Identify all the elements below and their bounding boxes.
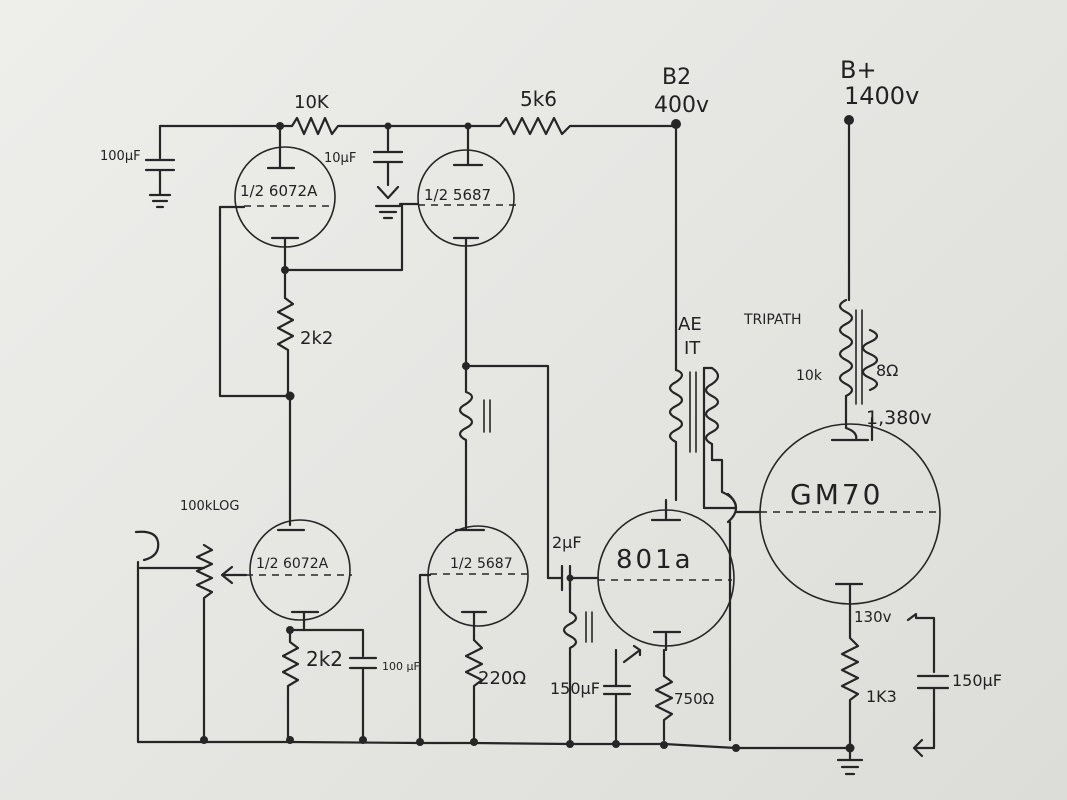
cap-2uf-label: 2μF [552, 533, 582, 552]
gm70-cathode [836, 612, 950, 776]
output-transformer [838, 118, 879, 442]
pot-label: 100kLOG [180, 499, 239, 514]
coupling-cap-2uf [546, 564, 600, 742]
output-transformer-label: TRIPATH [743, 312, 802, 328]
resistor-1k3-label: 1K3 [866, 687, 897, 706]
tube-v2 [398, 124, 520, 368]
interstage-label-2: IT [684, 338, 701, 359]
output-secondary-label: 8Ω [876, 361, 898, 380]
cap-100uf-left-label: 100μF [100, 149, 141, 164]
tube-v4 [418, 525, 529, 742]
choke-v2 [458, 362, 550, 580]
bplus-label: B+ [840, 56, 877, 84]
v1-grid-wire [218, 205, 292, 398]
tube-v3-label: 1/2 6072A [256, 556, 329, 572]
v1-v2-link [281, 202, 404, 274]
tube-801a [597, 498, 735, 742]
cap-10uf-label: 10μF [324, 151, 356, 166]
cap-100uf-cathode-label: 100 μF [382, 660, 420, 673]
gm70-cathode-voltage: 130v [854, 608, 892, 626]
bplus-voltage: 1400v [844, 82, 919, 110]
resistor-5k6-label: 5k6 [520, 87, 557, 111]
tube-gm70-label: GM70 [790, 478, 883, 511]
interstage-label-1: AE [678, 314, 702, 335]
tube-v1 [218, 124, 336, 272]
tube-gm70 [734, 423, 941, 622]
cap-150uf-right-label: 150μF [952, 671, 1002, 690]
interstage-transformer [668, 122, 738, 742]
cap-150uf-mid-label: 150μF [550, 679, 600, 698]
v3-cathode [281, 626, 378, 742]
output-primary-label: 10k [796, 368, 823, 384]
decoupling-cap-10uf [372, 124, 404, 220]
resistor-2k2-top-label: 2k2 [300, 328, 333, 349]
resistor-2k2-top [276, 268, 295, 527]
tube-v2-label: 1/2 5687 [424, 186, 491, 204]
supply-rail [158, 115, 854, 136]
resistor-10k-label: 10K [294, 92, 330, 113]
resistor-220-label: 220Ω [478, 668, 526, 689]
decoupling-cap-100uf [144, 124, 176, 209]
gm70-anode-voltage: 1,380v [866, 407, 932, 429]
resistor-2k2-bottom-label: 2k2 [306, 647, 343, 671]
tube-v4-label: 1/2 5687 [450, 556, 513, 572]
b2-label: B2 [662, 65, 691, 90]
tube-v1-label: 1/2 6072A [240, 182, 318, 200]
ground-bus [136, 736, 852, 752]
b2-voltage: 400v [654, 93, 709, 118]
volume-pot [134, 530, 248, 744]
tube-v3 [246, 519, 352, 632]
tube-801a-label: 801a [616, 545, 694, 575]
resistor-750-label: 750Ω [674, 690, 714, 708]
